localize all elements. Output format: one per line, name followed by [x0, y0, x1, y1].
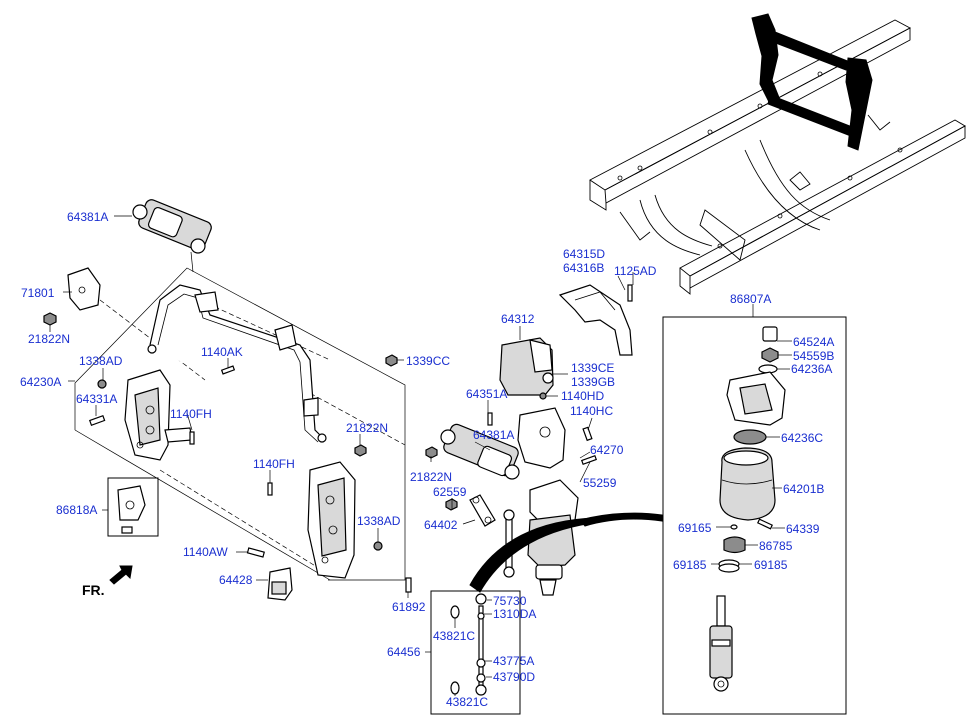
label-64381A-mid: 64381A	[473, 428, 514, 442]
bracket-1338AD	[267, 444, 383, 579]
label-64402: 64402	[424, 518, 458, 532]
nut-21822N-left	[43, 312, 57, 326]
label-43790D: 43790D	[493, 670, 535, 684]
stabilizer-bar	[147, 284, 327, 443]
label-1140FH-mid: 1140FH	[253, 457, 295, 471]
bracket-64270	[487, 407, 598, 469]
leader-lines	[49, 215, 792, 696]
bracket-64315D	[558, 284, 633, 356]
label-21822N-mid: 21822N	[346, 421, 388, 435]
label-62559: 62559	[433, 485, 467, 499]
bracket-71801	[67, 267, 101, 311]
label-64270: 64270	[590, 443, 624, 457]
label-64312: 64312	[501, 312, 535, 326]
label-1339GB: 1339GB	[571, 375, 615, 389]
label-64201B: 64201B	[783, 482, 824, 496]
shock-absorber-top	[132, 199, 212, 273]
label-21822N-left: 21822N	[28, 332, 70, 346]
label-1125AD: 1125AD	[614, 264, 657, 278]
label-21822N-right: 21822N	[410, 470, 452, 484]
label-64236C: 64236C	[781, 431, 823, 445]
label-64315D: 64315D	[563, 247, 605, 261]
label-1338AD-left: 1338AD	[79, 354, 123, 368]
label-86818A: 86818A	[56, 503, 97, 517]
shock-absorber-mid	[425, 423, 520, 511]
label-64428: 64428	[219, 573, 253, 587]
chassis-frame	[589, 13, 966, 295]
bracket-64230A	[124, 369, 193, 461]
label-43821C-bot: 43821C	[446, 695, 488, 709]
label-1140HC: 1140HC	[570, 404, 613, 418]
front-arrow-icon	[109, 565, 133, 585]
label-1310DA: 1310DA	[493, 607, 536, 621]
label-1338AD-mid: 1338AD	[357, 514, 401, 528]
label-1339CE: 1339CE	[571, 361, 614, 375]
label-71801: 71801	[21, 286, 55, 300]
sensor-86818A-box	[107, 477, 159, 537]
label-75730: 75730	[493, 594, 527, 608]
label-1140FH-left: 1140FH	[170, 407, 212, 421]
label-1140AK: 1140AK	[201, 345, 243, 359]
label-54559B: 54559B	[793, 349, 834, 363]
label-1339CC: 1339CC	[406, 354, 450, 368]
label-86785: 86785	[759, 539, 793, 553]
label-64316B: 64316B	[563, 261, 604, 275]
label-69185-right: 69185	[754, 558, 788, 572]
label-55259: 55259	[583, 476, 617, 490]
label-64230A: 64230A	[20, 375, 61, 389]
label-64456: 64456	[387, 645, 421, 659]
label-64331A: 64331A	[76, 392, 117, 406]
link-kit-64456-box	[430, 590, 521, 715]
air-spring-kit-86807A-box	[662, 304, 847, 715]
front-direction-label: FR.	[82, 582, 105, 598]
label-86807A: 86807A	[730, 292, 771, 306]
label-61892: 61892	[392, 600, 426, 614]
label-69185-left: 69185	[673, 558, 707, 572]
label-64381A-top: 64381A	[67, 210, 108, 224]
label-64351A: 64351A	[466, 387, 507, 401]
label-1140AW: 1140AW	[183, 545, 228, 559]
label-64524A: 64524A	[793, 335, 834, 349]
bolts-left	[88, 354, 398, 445]
label-69165: 69165	[678, 521, 712, 535]
label-64236A: 64236A	[791, 362, 832, 376]
label-43775A: 43775A	[493, 654, 534, 668]
link-64402	[469, 494, 496, 527]
bracket-64312	[499, 337, 554, 400]
label-43821C-top: 43821C	[433, 629, 475, 643]
part-labels: 64381A 71801 21822N 1338AD 64230A 64331A…	[20, 210, 834, 709]
label-1140HD: 1140HD	[561, 389, 604, 403]
label-64339: 64339	[786, 522, 820, 536]
hose	[469, 512, 663, 593]
sensor-64428	[246, 547, 412, 601]
